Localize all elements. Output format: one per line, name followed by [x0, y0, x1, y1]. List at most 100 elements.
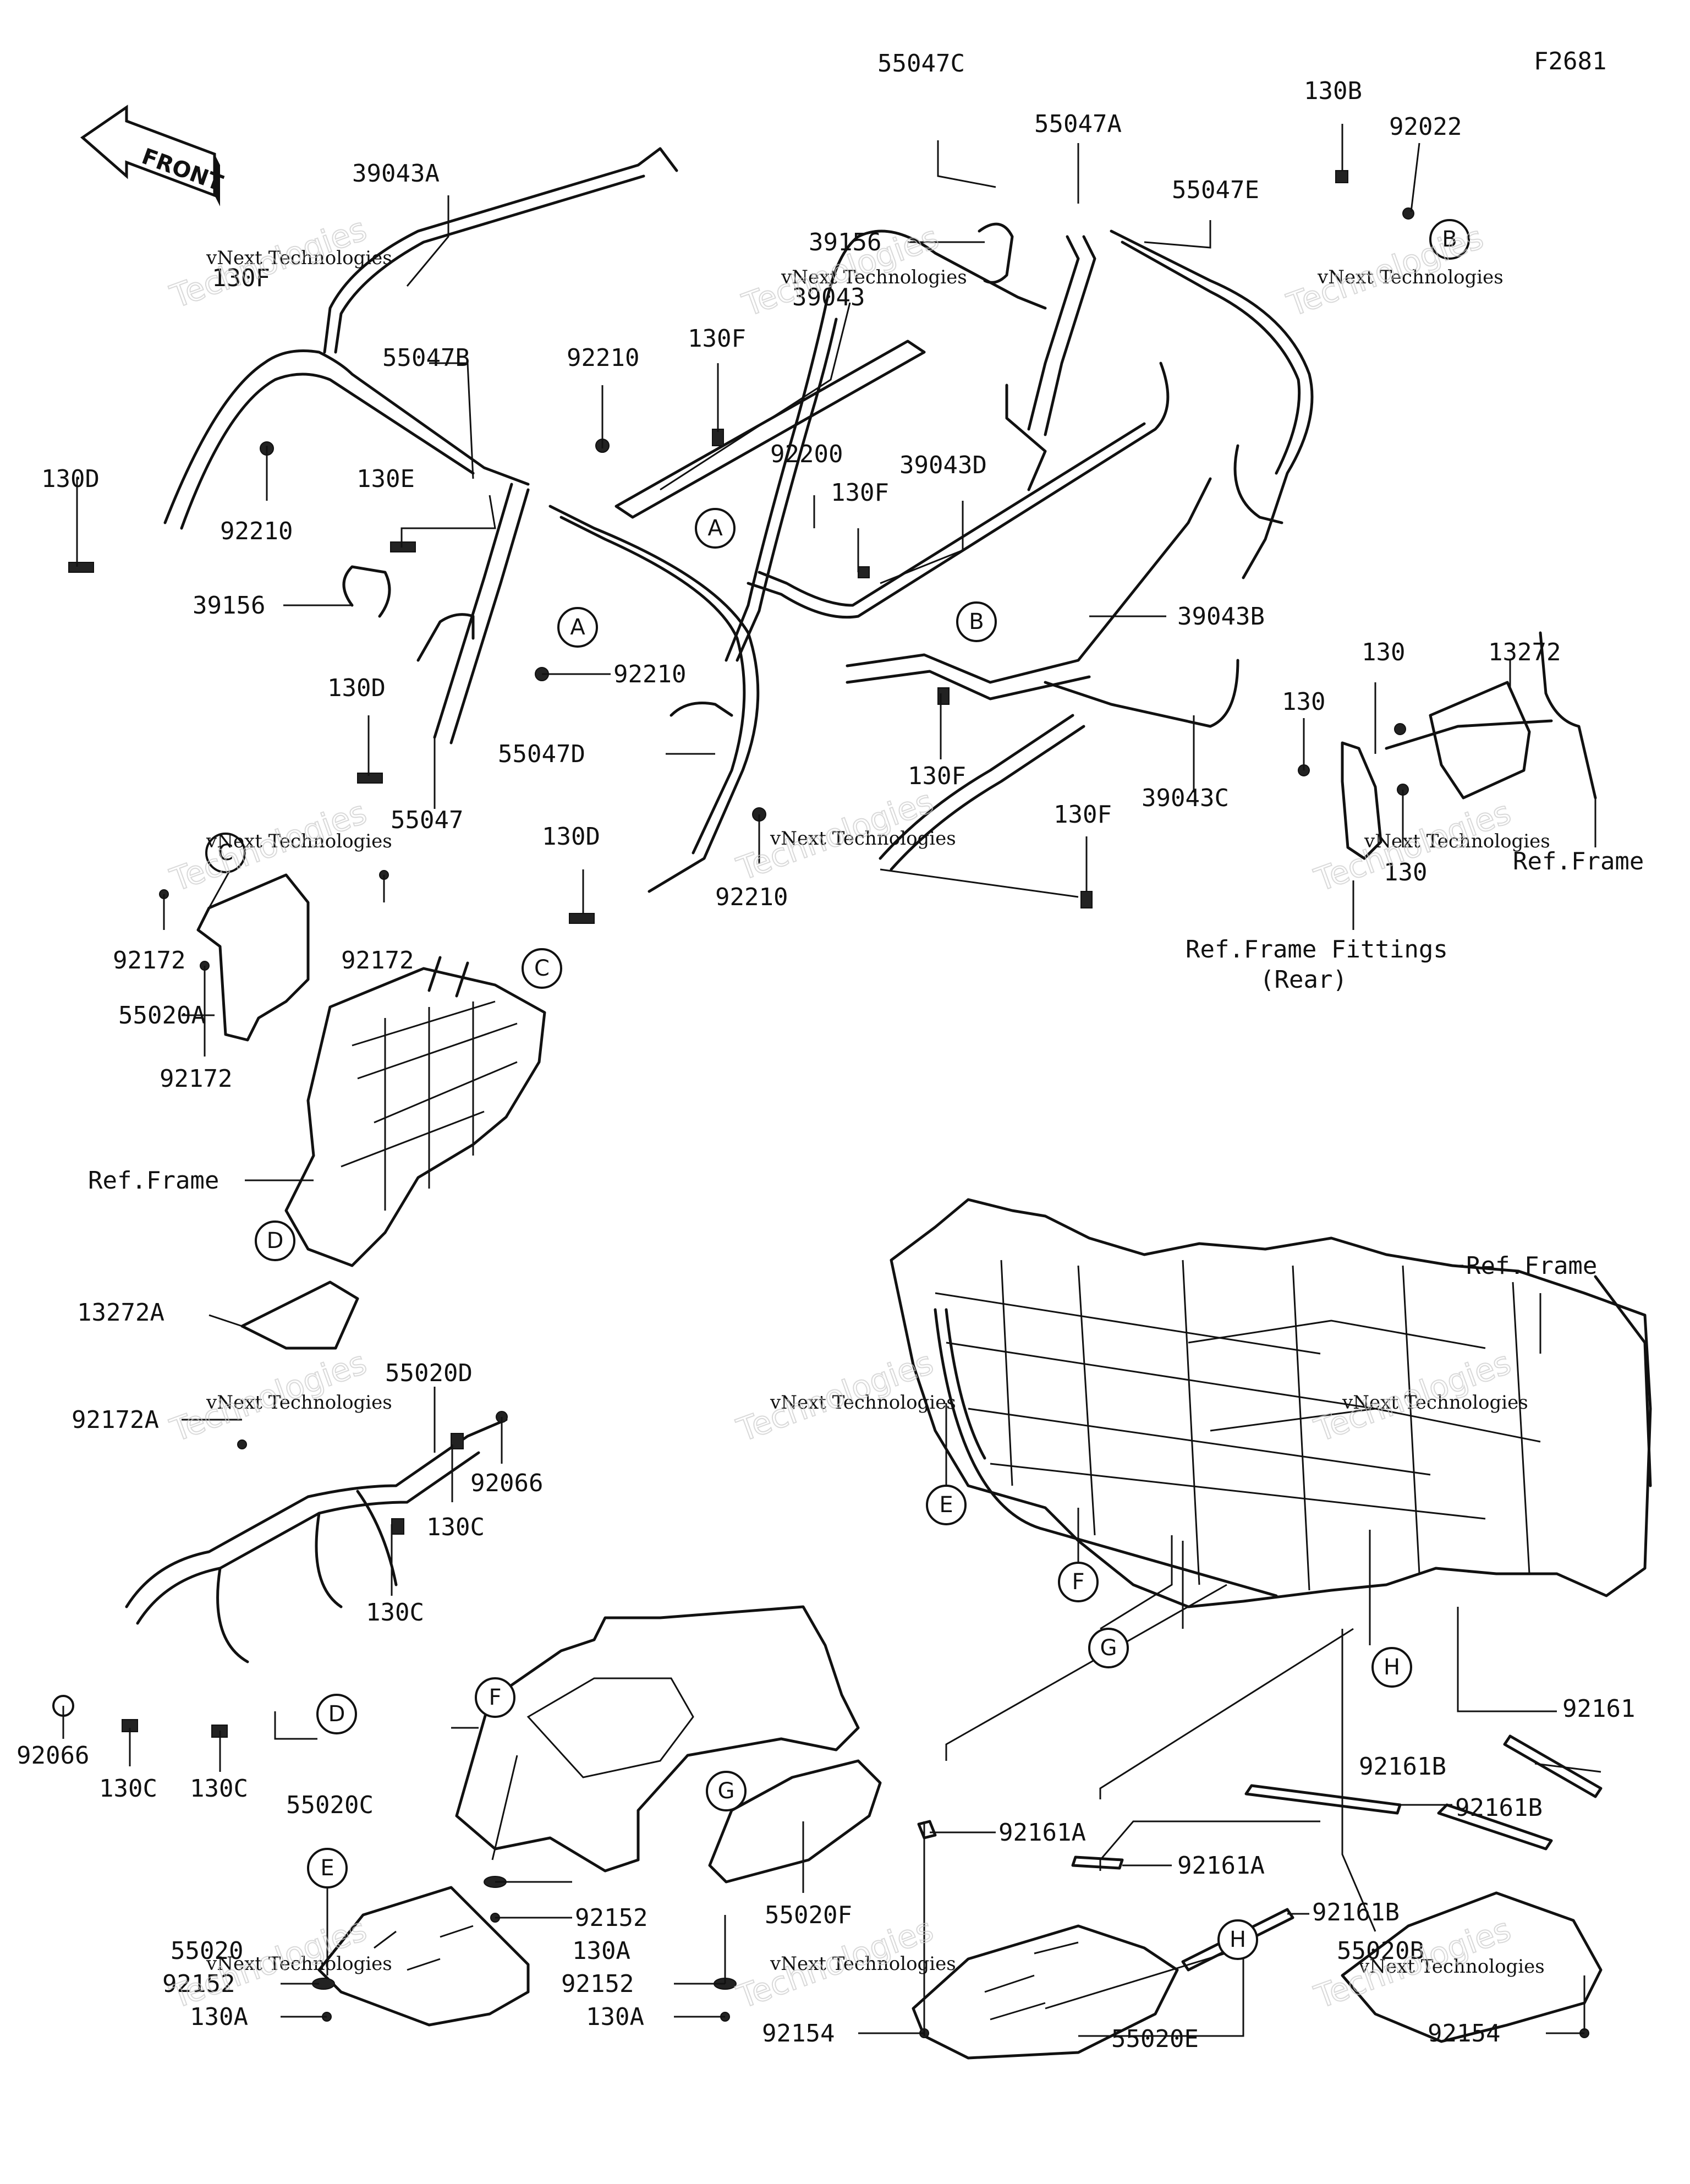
leader-lines-main-frame — [945, 1265, 1541, 1932]
callout-130F-c: 130F — [831, 479, 889, 507]
callout-39043C: 39043C — [1142, 784, 1229, 812]
callouts-cage: 39043A 130F 55047B 92210 130D 92210 130E… — [41, 50, 1462, 911]
callout-130F-d: 130F — [908, 762, 966, 790]
callout-92161A-b: 92161A — [1177, 1852, 1265, 1880]
callout-39156-a: 39156 — [193, 592, 265, 620]
front-frame-section — [52, 870, 546, 1738]
callout-92172A: 92172A — [72, 1406, 159, 1434]
leader-lines-front — [62, 858, 503, 1772]
ref-marker-B-1: B — [969, 609, 984, 634]
ref-frame-fittings-rear-label: (Rear) — [1260, 966, 1347, 994]
callout-55047C: 55047C — [877, 50, 965, 78]
callout-39156-b: 39156 — [809, 228, 881, 256]
callouts-rear-fittings: 13272 130 130 130 Ref.Frame Ref.Frame Fi… — [1186, 638, 1644, 994]
callout-92161A-a: 92161A — [998, 1819, 1086, 1847]
watermark-text: vNext Technologies — [770, 828, 956, 850]
callout-39043D: 39043D — [899, 451, 987, 479]
callout-92066-b: 92066 — [17, 1742, 89, 1770]
callout-92152-b: 92152 — [162, 1970, 235, 1998]
callout-130D-b: 130D — [327, 674, 386, 702]
callout-92172-c: 92172 — [160, 1065, 232, 1093]
callout-92172-a: 92172 — [113, 946, 185, 975]
watermark-text: vNext Technologies — [206, 247, 392, 269]
main-frame — [890, 1198, 1652, 1608]
figure-code: F2681 — [1534, 47, 1606, 75]
callout-130D-c: 130D — [542, 823, 600, 851]
watermark-text: vNext Technologies — [781, 266, 967, 288]
callout-92161: 92161 — [1562, 1695, 1635, 1723]
callout-55020C: 55020C — [286, 1791, 374, 1819]
ref-marker-C-2: C — [534, 956, 550, 981]
ref-marker-H-1: H — [1384, 1655, 1400, 1680]
callout-55020F: 55020F — [765, 1901, 852, 1929]
callout-130-c: 130 — [1384, 858, 1427, 886]
ref-marker-A-2: A — [707, 516, 723, 541]
watermark-text: vNext Technologies — [770, 1392, 956, 1414]
callout-130C-a: 130C — [426, 1513, 485, 1541]
watermark-text: vNext Technologies — [1317, 266, 1504, 288]
callout-55020E: 55020E — [1111, 2025, 1199, 2053]
front-arrow-icon: FRONT — [80, 105, 227, 206]
callout-130A-b: 130A — [190, 2003, 248, 2031]
callout-55047E: 55047E — [1172, 176, 1259, 204]
callout-130C-c: 130C — [99, 1775, 157, 1803]
callout-55020A: 55020A — [118, 1001, 206, 1030]
callout-130B: 130B — [1304, 77, 1362, 105]
callout-92154-b: 92154 — [1428, 2019, 1500, 2048]
callout-39043A: 39043A — [352, 160, 440, 188]
callout-39043B: 39043B — [1177, 603, 1265, 631]
watermark-text: vNext Technologies — [206, 1953, 392, 1975]
callout-130A-a: 130A — [572, 1937, 630, 1965]
callout-92210-a: 92210 — [567, 344, 639, 372]
callout-55047: 55047 — [391, 806, 463, 834]
ref-marker-G-1: G — [1100, 1635, 1117, 1661]
roll-cage-assembly — [163, 147, 1314, 893]
callout-55020B: 55020B — [1337, 1937, 1424, 1965]
callout-92152-c: 92152 — [561, 1970, 634, 1998]
callout-130-a: 130 — [1362, 638, 1405, 666]
callout-92022: 92022 — [1389, 113, 1462, 141]
callout-55047A: 55047A — [1034, 110, 1122, 138]
watermark-text: vNext Technologies — [206, 1392, 392, 1414]
rear-frame-fittings — [1303, 631, 1597, 930]
callout-55020: 55020 — [171, 1937, 243, 1965]
callout-130F-a: 130F — [212, 264, 270, 292]
callout-92200: 92200 — [770, 440, 843, 468]
ref-marker-E-2: E — [320, 1855, 334, 1881]
callout-130A-c: 130A — [586, 2003, 644, 2031]
callout-92210-c: 92210 — [613, 660, 686, 688]
ref-marker-D-1: D — [267, 1228, 284, 1254]
callout-92172-b: 92172 — [341, 946, 414, 975]
callout-130F-e: 130F — [1053, 801, 1112, 829]
ref-frame-label-a: Ref.Frame — [1513, 847, 1644, 875]
ref-marker-H-2: H — [1230, 1927, 1246, 1952]
callout-55047B: 55047B — [382, 344, 470, 372]
watermark-text: vNext Technologies — [1342, 1392, 1528, 1414]
callout-39043: 39043 — [792, 283, 865, 311]
ref-marker-G-2: G — [718, 1778, 735, 1804]
callout-130C-b: 130C — [366, 1599, 424, 1627]
callout-130E: 130E — [356, 465, 415, 493]
ref-markers-cage: A A B B — [557, 219, 1470, 648]
callout-92161B-b: 92161B — [1455, 1794, 1543, 1822]
ref-marker-E-1: E — [939, 1492, 953, 1518]
ref-markers-main-frame: E F G H F G E H — [307, 1485, 1412, 1960]
callout-130D-a: 130D — [41, 465, 100, 493]
callout-92152-a: 92152 — [575, 1904, 648, 1932]
callout-92066-a: 92066 — [470, 1469, 543, 1497]
leader-lines-cage — [76, 124, 1420, 913]
ref-frame-label-b: Ref.Frame — [88, 1167, 219, 1195]
ref-marker-C-1: C — [218, 840, 233, 866]
callout-55047D: 55047D — [498, 740, 585, 768]
callout-130F-b: 130F — [688, 325, 746, 353]
ref-marker-F-2: F — [489, 1685, 501, 1710]
watermark-text: vNext Technologies — [206, 830, 392, 852]
callout-92154-a: 92154 — [762, 2019, 835, 2048]
leader-lines-bottom — [281, 1710, 1601, 2037]
watermark-text: vNext Technologies — [1358, 1956, 1545, 1978]
ref-marker-B-2: B — [1442, 227, 1457, 252]
callouts-front: 92172 92172 55020A 92172 Ref.Frame 13272… — [17, 946, 543, 1803]
ref-marker-A-1: A — [570, 615, 585, 640]
ref-frame-fittings-label: Ref.Frame Fittings — [1186, 935, 1448, 964]
